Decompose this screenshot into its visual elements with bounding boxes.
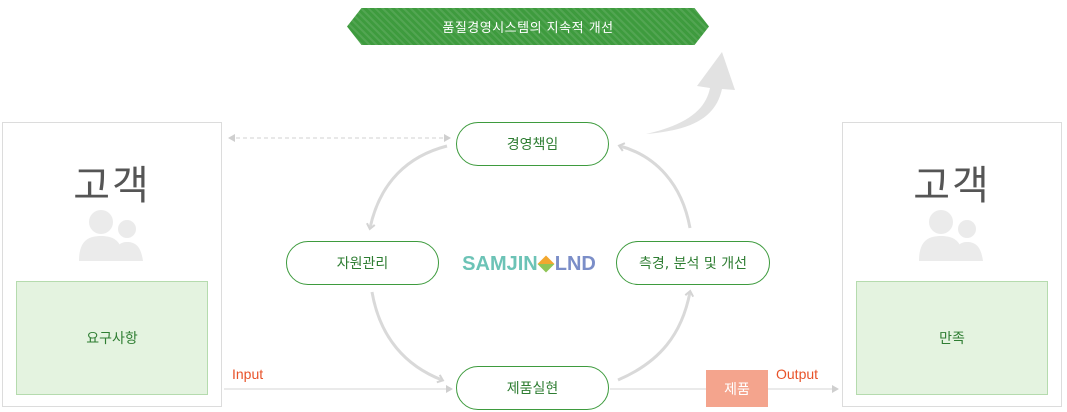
logo-text-lnd: LND [554,252,596,275]
product-realization-label: 제품실현 [506,381,559,397]
logo-diamond-icon [537,255,555,273]
customer-panel-right: 고객 만족 [842,122,1062,407]
output-label: Output [776,366,819,382]
product-label: 제품 [724,381,750,398]
logo-text-samjin: SAMJIN [462,252,538,275]
cycle-arrow-top-left [366,144,448,231]
management-responsibility-node: 경영책임 [456,122,609,166]
management-responsibility-label: 경영책임 [506,137,559,153]
satisfaction-label: 만족 [939,331,965,347]
customer-panel-left: 고객 요구사항 [2,122,222,407]
measurement-analysis-label: 측경, 분석 및 개선 [639,256,747,272]
satisfaction-box: 만족 [856,281,1048,395]
customer-title-right: 고객 [913,163,991,209]
cycle-arrow-left-bottom [370,291,445,384]
input-label: Input [232,366,264,382]
customer-title-left: 고객 [73,163,151,209]
product-realization-node: 제품실현 [456,366,609,410]
people-icon [919,210,983,261]
requirements-box: 요구사항 [16,281,208,395]
product-box: 제품 [706,370,768,407]
requirements-label: 요구사항 [86,331,138,347]
improvement-banner: 품질경영시스템의 지속적 개선 [347,8,709,45]
resource-management-label: 자원관리 [336,256,389,272]
resource-management-node: 자원관리 [286,241,439,285]
measurement-analysis-node: 측경, 분석 및 개선 [616,241,770,285]
cycle-arrow-right-top [617,142,692,229]
samjin-lnd-logo: SAMJIN LND [462,250,596,278]
cycle-arrow-bottom-right [617,289,695,382]
people-icon [79,210,143,261]
curved-arrow-icon [646,52,735,134]
banner-text: 품질경영시스템의 지속적 개선 [442,21,614,36]
